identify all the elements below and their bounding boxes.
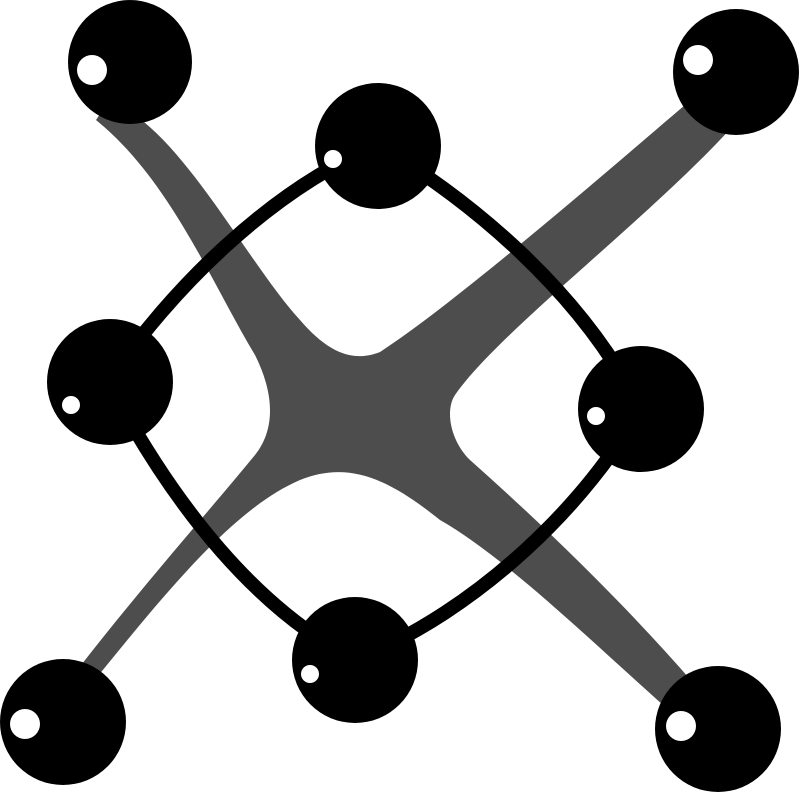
node-highlight <box>324 150 342 168</box>
node-ball <box>0 659 126 785</box>
node-top-right <box>673 9 799 135</box>
node-highlight <box>301 665 319 683</box>
node-ball <box>673 9 799 135</box>
node-ball <box>578 346 704 472</box>
node-bottom-left <box>0 659 126 785</box>
node-top-left <box>68 0 192 124</box>
node-top <box>315 83 441 209</box>
node-ball <box>655 666 781 792</box>
node-ball <box>68 0 192 124</box>
node-highlight <box>683 45 713 75</box>
node-highlight <box>587 407 605 425</box>
node-bottom-right <box>655 666 781 792</box>
node-highlight <box>77 55 107 85</box>
node-ball <box>47 319 173 445</box>
node-highlight <box>62 396 80 414</box>
node-ball <box>292 597 418 723</box>
node-left <box>47 319 173 445</box>
node-bottom <box>292 597 418 723</box>
node-ball <box>315 83 441 209</box>
node-right <box>578 346 704 472</box>
node-highlight <box>666 711 696 741</box>
node-highlight <box>10 709 40 739</box>
